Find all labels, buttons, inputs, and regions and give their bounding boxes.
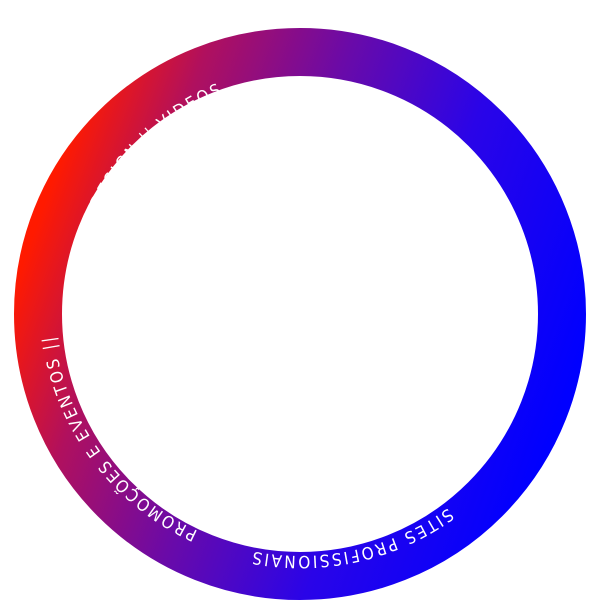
gradient-ring <box>14 28 586 600</box>
